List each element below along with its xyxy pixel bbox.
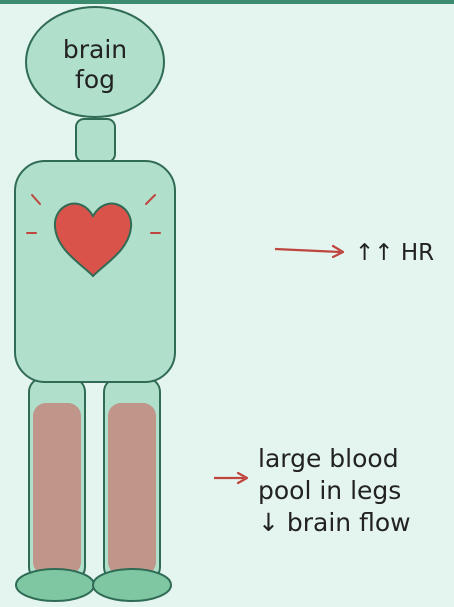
- left-leg: [29, 378, 85, 581]
- left-foot: [16, 569, 94, 601]
- right-leg-blood-pool: [108, 403, 156, 575]
- head-label-line2: fog: [75, 65, 115, 94]
- legs-label-line3: ↓ brain flow: [258, 508, 411, 537]
- left-leg-blood-pool: [33, 403, 81, 575]
- head-label-line1: brain: [63, 35, 127, 64]
- right-foot: [93, 569, 171, 601]
- hr-arrow-line: [275, 249, 340, 252]
- legs-label-line1: large blood: [258, 444, 399, 473]
- hr-label: ↑↑ HR: [355, 240, 434, 266]
- right-leg: [104, 378, 160, 581]
- legs-annotation: large blood pool in legs ↓ brain flow: [214, 444, 411, 537]
- head: brain fog: [26, 7, 164, 117]
- legs-label-line2: pool in legs: [258, 476, 401, 505]
- neck: [76, 119, 115, 162]
- hr-annotation: ↑↑ HR: [275, 240, 434, 266]
